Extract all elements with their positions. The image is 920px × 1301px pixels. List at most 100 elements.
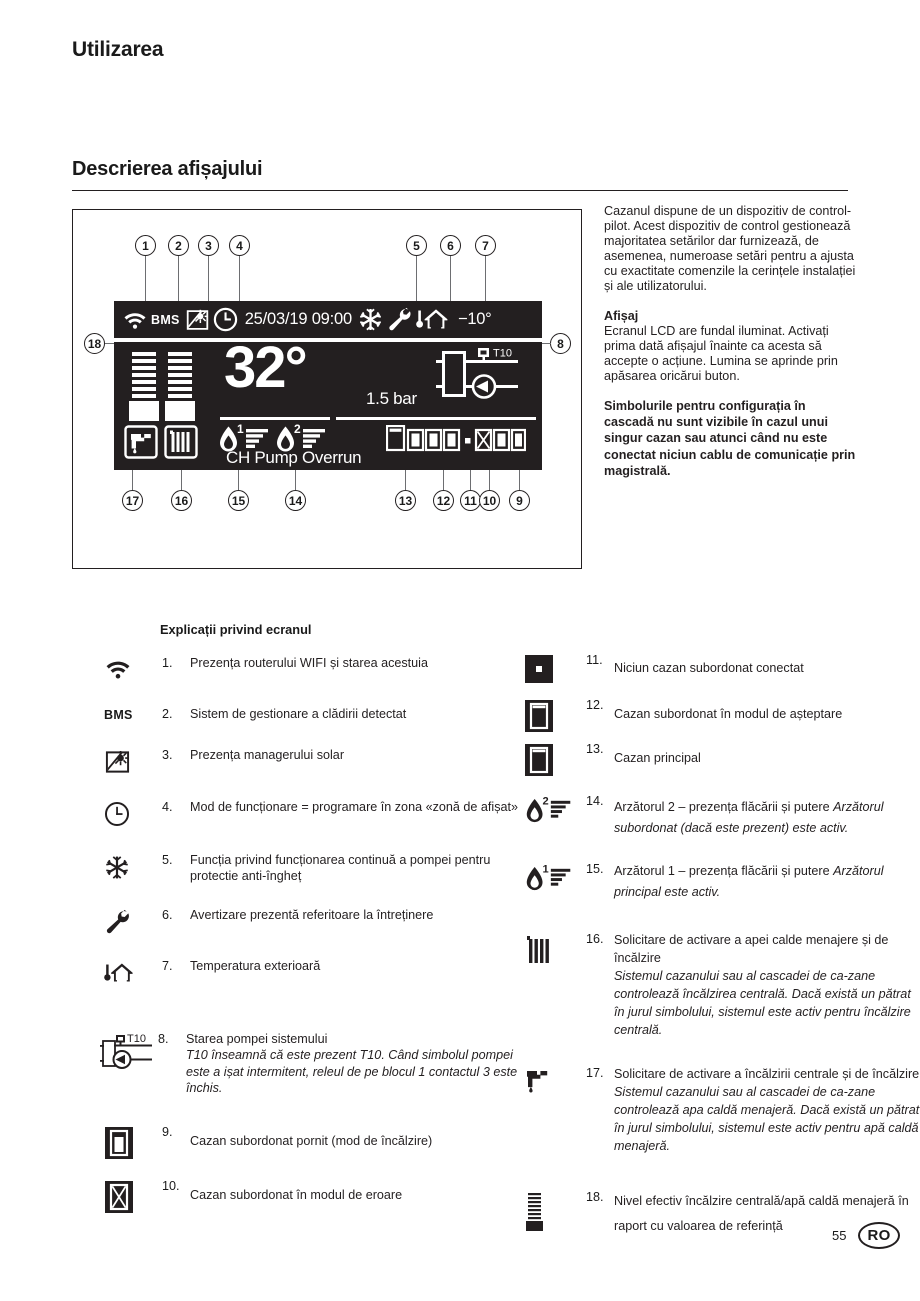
legend-item-12: 12. Cazan subordonat în modul de aștepta…: [524, 697, 920, 733]
legend-item-8: T10 8. Starea pompei sistemului T10 înse…: [100, 1031, 524, 1097]
legend-text: Prezența routerului WIFI și starea acest…: [190, 656, 428, 670]
legend-item-14: 2 14. Arzătorul 2 – prezența flăcării și…: [524, 793, 920, 839]
bms-indicator: BMS: [151, 312, 180, 327]
snowflake-icon: [360, 308, 381, 331]
burner-2-icon: 2: [526, 796, 571, 823]
legend-text-italic: Sistemul cazanului sau al cascadei de ca…: [614, 1085, 920, 1153]
t10-label: T10: [127, 1033, 146, 1045]
legend-icon-tap: [524, 1065, 586, 1097]
legend-icon-burner-2: 2: [524, 793, 586, 827]
slave-boiler-standby-icon: [406, 428, 425, 452]
leader-line-1: [145, 256, 147, 301]
legend-text: Temperatura exterioară: [190, 958, 321, 973]
legend-text-main: Solicitare de activare a încălzirii cent…: [614, 1067, 920, 1081]
callout-12: 12: [433, 490, 454, 511]
display-heading: Afișaj: [604, 308, 639, 323]
lcd-status-bar: BMS: [114, 301, 542, 338]
outside-temperature-icon: [416, 309, 448, 329]
legend-text-italic: T10 înseamnă că este prezent T10. Când s…: [186, 1048, 518, 1095]
display-diagram: 1 2 3 4 5 6 7 18 8 17 16 15 14 13 12 11 …: [72, 209, 582, 569]
no-slave-boiler-icon: [465, 438, 471, 444]
callout-13: 13: [395, 490, 416, 511]
legend-number: 16.: [586, 932, 604, 946]
legend-item-7: 7. Temperatura exterioară: [104, 958, 524, 986]
legend-icon-no-slave: [524, 652, 586, 684]
intro-paragraph-1: Cazanul dispune de un dispozitiv de cont…: [604, 204, 856, 294]
legend-item-15: 1 15. Arzătorul 1 – prezența flăcării și…: [524, 861, 920, 903]
t10-label: T10: [493, 348, 512, 360]
callout-11: 11: [460, 490, 481, 511]
legend-icon-slave-standby: [524, 697, 586, 733]
legend-number: 13.: [586, 742, 604, 756]
intro-text-block: Cazanul dispune de un dispozitiv de cont…: [604, 204, 858, 493]
outside-temperature-icon: [104, 962, 133, 981]
legend-icon-slave-on: [104, 1124, 162, 1160]
lcd-divider-right: [336, 417, 536, 420]
no-slave-boiler-icon: [525, 655, 553, 683]
legend-text: Niciun cazan subordonat conectat: [614, 661, 804, 675]
legend-icon-outside-temp: [104, 958, 162, 986]
system-pump-icon: T10: [436, 348, 518, 399]
wifi-icon: [124, 312, 146, 329]
legend-text: Sistem de gestionare a clădirii detectat: [190, 707, 407, 721]
callout-16: 16: [171, 490, 192, 511]
burner-1-number: 1: [237, 423, 244, 436]
legend-item-5: 5. Funcția privind funcționarea continuă…: [104, 852, 524, 885]
legend-number: 11.: [586, 653, 603, 667]
legend-text: Cazan subordonat în modul de eroare: [190, 1187, 403, 1202]
legend-item-3: 3. Prezența managerului solar: [104, 747, 524, 775]
level-bar-icon: [526, 1193, 543, 1231]
callout-6: 6: [440, 235, 461, 256]
slave-boiler-standby-icon: [525, 700, 553, 732]
legend-number: 17.: [586, 1066, 604, 1080]
callout-9: 9: [509, 490, 530, 511]
legend-text: Cazan subordonat pornit (mod de încălzir…: [190, 1133, 433, 1148]
master-boiler-icon: [525, 744, 553, 776]
snowflake-icon: [106, 855, 128, 879]
callout-18: 18: [84, 333, 105, 354]
legend-item-10: 10. Cazan subordonat în modul de eroare: [104, 1178, 524, 1214]
legend-text: Cazan principal: [614, 751, 701, 765]
legend-number: 14.: [586, 794, 604, 808]
burner-2-number: 2: [543, 796, 549, 808]
legend-text-main: Arzătorul 2 – prezența flăcării și puter…: [614, 800, 834, 814]
legend-icon-system-pump: T10: [100, 1031, 166, 1083]
lcd-status-message: CH Pump Overrun: [226, 448, 362, 467]
slave-boiler-fault-icon: [474, 428, 493, 452]
legend-text: Nivel efectiv încălzire centrală/apă cal…: [614, 1194, 909, 1233]
legend-icon-solar: [104, 747, 162, 775]
legend-number: 6.: [162, 907, 173, 922]
legend-item-13: 13. Cazan principal: [524, 741, 920, 777]
language-badge: RO: [858, 1222, 900, 1249]
legend-text-italic: Sistemul cazanului sau al cascadei de ca…: [614, 969, 911, 1037]
callout-1: 1: [135, 235, 156, 256]
slave-boiler-standby-icon-2: [424, 428, 443, 452]
legend-icon-level-bar: [524, 1189, 586, 1231]
burner-1-number: 1: [543, 864, 549, 876]
legend-heading: Explicații privind ecranul: [160, 622, 312, 637]
leader-line-4: [239, 256, 241, 301]
legend-item-18: 18. Nivel efectiv încălzire centrală/apă…: [524, 1189, 920, 1239]
legend-item-1: 1. Prezența routerului WIFI și starea ac…: [104, 655, 524, 681]
legend-number: 2.: [162, 707, 173, 721]
callout-2: 2: [168, 235, 189, 256]
legend-text: Avertizare prezentă referitoare la între…: [190, 907, 434, 922]
legend-text: Prezența managerului solar: [190, 747, 345, 762]
callout-7: 7: [475, 235, 496, 256]
callout-14: 14: [285, 490, 306, 511]
legend-text-italic: Arzătorul principal este activ.: [614, 864, 884, 899]
tap-icon: [527, 1071, 548, 1093]
callout-5: 5: [406, 235, 427, 256]
burner-1-icon: 1: [526, 864, 571, 891]
legend-icon-slave-fault: [104, 1178, 162, 1214]
burner-2-number: 2: [294, 423, 301, 436]
legend-text: Starea pompei sistemului T10 înseamnă că…: [186, 1031, 524, 1097]
legend-text: Cazan subordonat în modul de așteptare: [614, 707, 843, 721]
master-boiler-icon: [386, 425, 406, 452]
lcd-screen: BMS: [114, 301, 542, 470]
level-bar-icon: [129, 352, 195, 421]
legend-text-main: Starea pompei sistemului: [186, 1031, 328, 1046]
legend-icon-bms: BMS: [104, 706, 162, 722]
slave-boiler-standby-icon-3: [442, 428, 461, 452]
page-number: 55: [832, 1228, 847, 1243]
